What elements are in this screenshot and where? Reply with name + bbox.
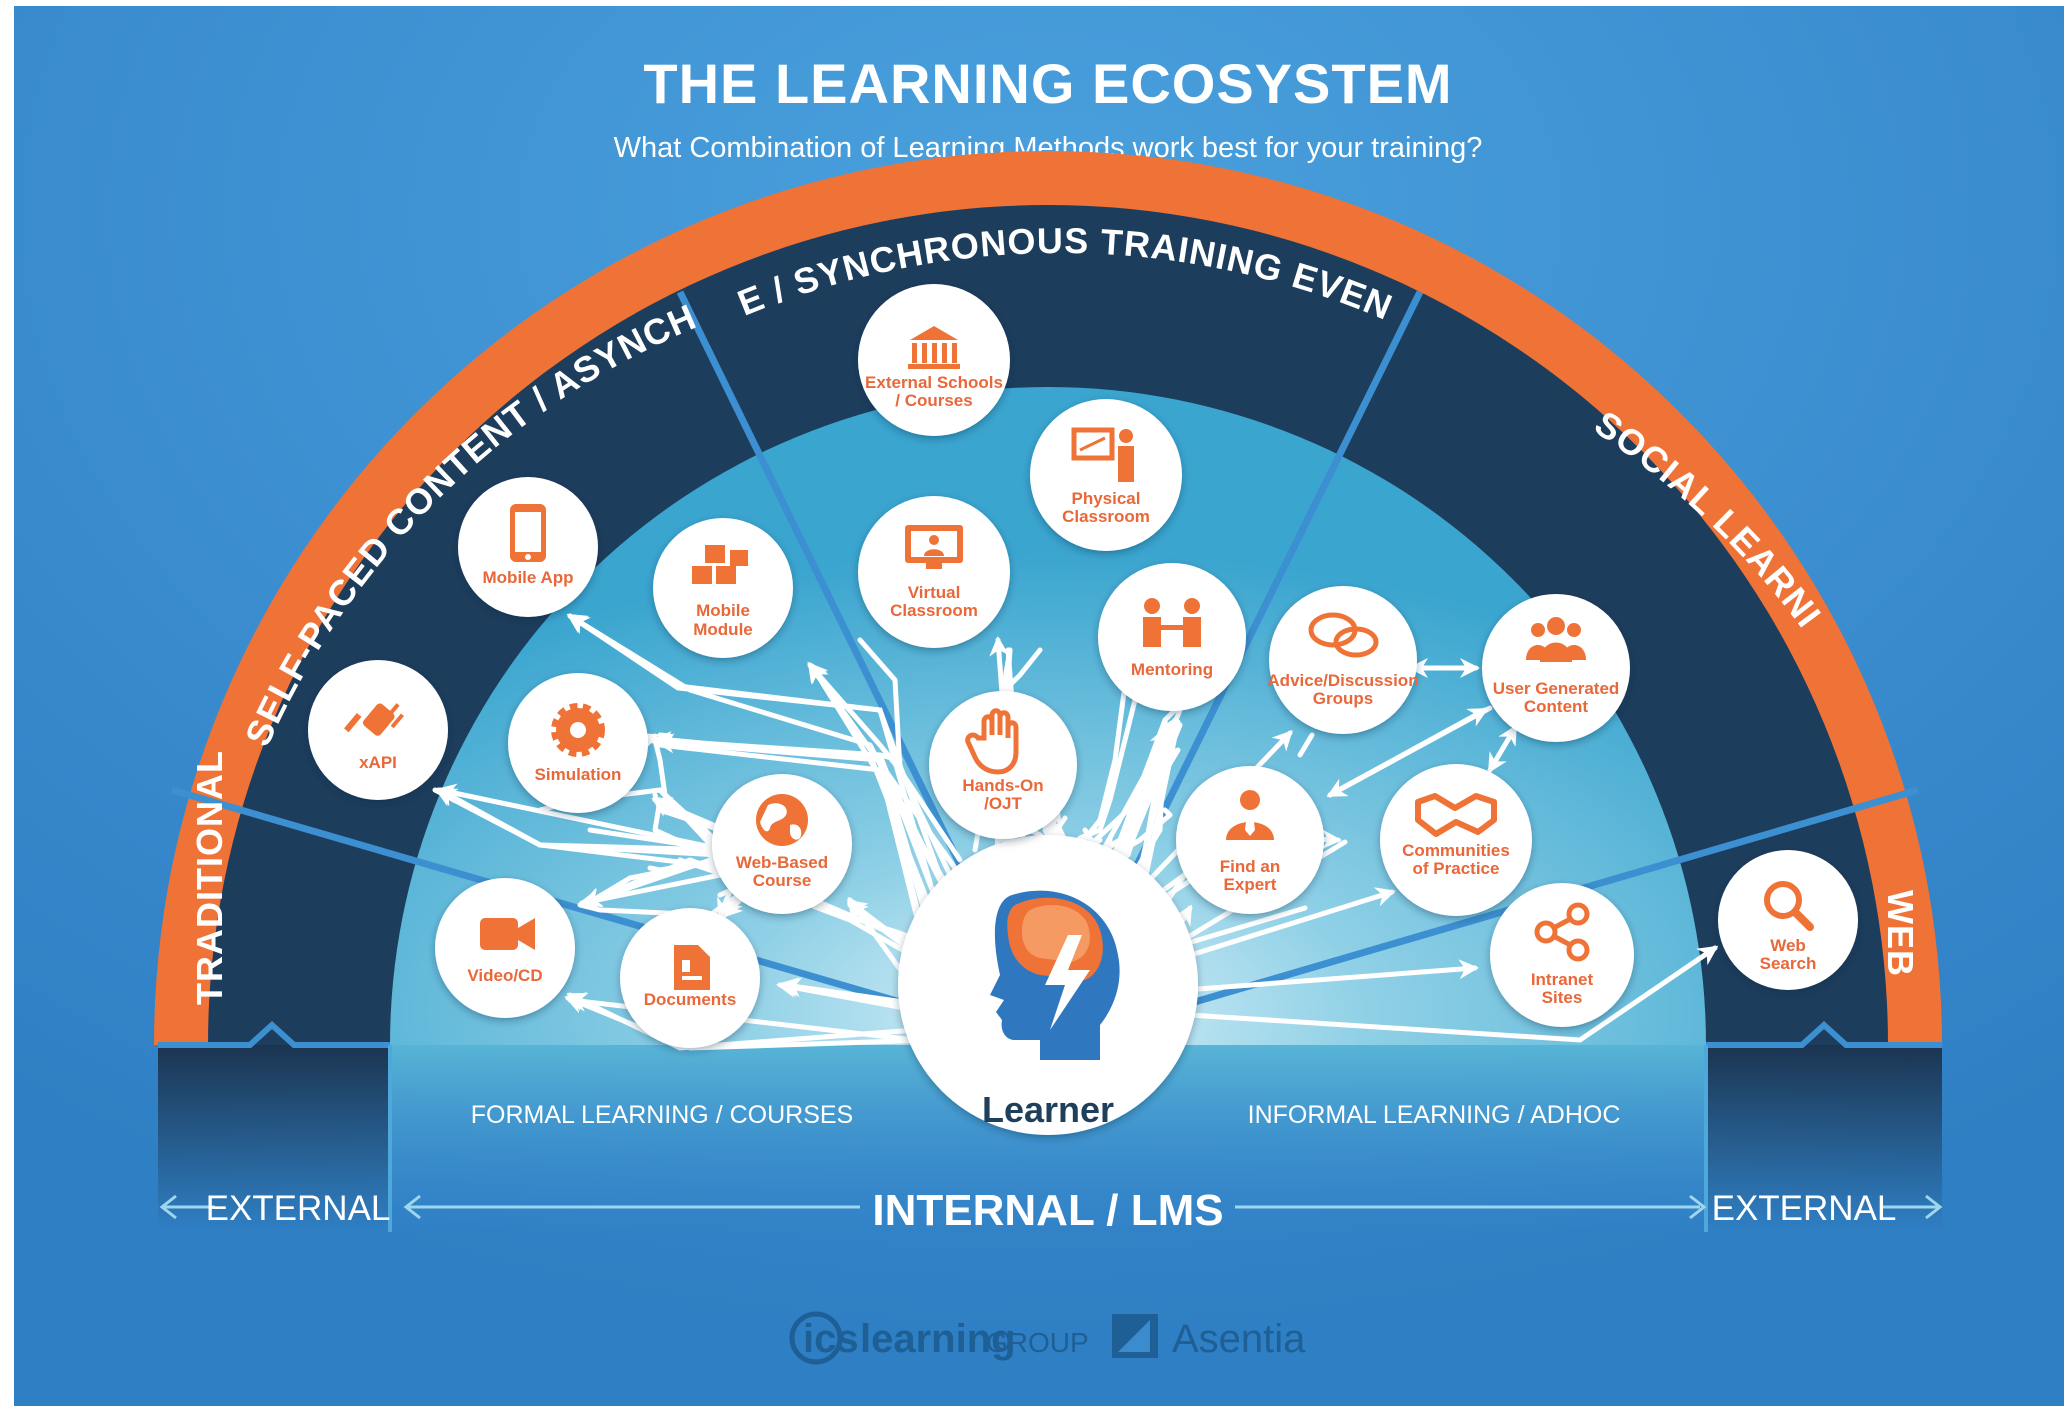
method-nodes: xAPI Mobile App Mobile Module bbox=[308, 284, 1858, 1048]
node-label: Intranet bbox=[1531, 970, 1594, 989]
teacher-board-icon bbox=[1071, 427, 1134, 482]
businessman-icon bbox=[1226, 790, 1274, 840]
two-people-icon bbox=[1143, 598, 1201, 647]
node-label: Video/CD bbox=[467, 966, 542, 985]
node-web-based-course[interactable]: Web-Based Course bbox=[712, 774, 852, 914]
node-label: of Practice bbox=[1413, 859, 1500, 878]
node-label: Mobile App bbox=[483, 568, 574, 587]
cubes-icon bbox=[692, 545, 748, 584]
bottom-right-panel bbox=[1706, 1045, 1942, 1230]
node-communities[interactable]: Communities of Practice bbox=[1380, 764, 1532, 916]
learner-label: Learner bbox=[982, 1089, 1114, 1130]
node-virtual-classroom[interactable]: Virtual Classroom bbox=[858, 496, 1010, 648]
chat-bubbles-icon bbox=[1308, 612, 1379, 658]
monitor-user-icon bbox=[905, 525, 963, 569]
ics-learning-group-logo: ics learning GROUP bbox=[789, 1311, 1089, 1365]
svg-text:GROUP: GROUP bbox=[986, 1327, 1089, 1358]
smartphone-icon bbox=[510, 504, 546, 562]
node-label: Module bbox=[693, 620, 753, 639]
node-mobile-module[interactable]: Mobile Module bbox=[653, 518, 793, 658]
node-external-schools[interactable]: External Schools / Courses bbox=[858, 284, 1010, 436]
informal-learning-label: INFORMAL LEARNING / ADHOC bbox=[1248, 1101, 1621, 1129]
node-label: Expert bbox=[1224, 875, 1277, 894]
node-label: Classroom bbox=[890, 601, 978, 620]
formal-learning-label: FORMAL LEARNING / COURSES bbox=[471, 1101, 853, 1129]
node-label: Advice/Discussion bbox=[1267, 671, 1418, 690]
node-video-cd[interactable]: Video/CD bbox=[435, 878, 575, 1018]
node-label: / Courses bbox=[895, 391, 972, 410]
node-hands-on[interactable]: Hands-On /OJT bbox=[929, 691, 1077, 839]
external-left-label: EXTERNAL bbox=[206, 1189, 391, 1228]
node-label: Course bbox=[753, 871, 812, 890]
magnifier-icon bbox=[1764, 881, 1814, 931]
group-icon bbox=[1526, 617, 1586, 662]
node-label: Sites bbox=[1542, 988, 1583, 1007]
svg-text:Asentia: Asentia bbox=[1172, 1317, 1306, 1361]
institution-icon bbox=[908, 326, 960, 369]
node-advice-groups[interactable]: Advice/Discussion Groups bbox=[1267, 586, 1419, 734]
node-intranet[interactable]: Intranet Sites bbox=[1490, 883, 1634, 1027]
globe-icon bbox=[756, 794, 808, 846]
head-brain-icon bbox=[990, 890, 1120, 1060]
internal-range-arrow bbox=[159, 1194, 1943, 1220]
node-label: /OJT bbox=[984, 794, 1022, 813]
node-label: Communities bbox=[1402, 841, 1510, 860]
node-simulation[interactable]: Simulation bbox=[508, 673, 648, 813]
asentia-logo: Asentia bbox=[1112, 1314, 1306, 1361]
svg-text:ics: ics bbox=[803, 1317, 859, 1361]
band-traditional: TRADITIONAL bbox=[189, 750, 230, 1005]
internal-lms-label: INTERNAL / LMS bbox=[872, 1186, 1223, 1235]
node-label: Find an bbox=[1220, 857, 1280, 876]
node-label: Search bbox=[1760, 954, 1817, 973]
node-label: Mentoring bbox=[1131, 660, 1213, 679]
node-label: Virtual bbox=[908, 583, 961, 602]
node-physical-classroom[interactable]: Physical Classroom bbox=[1030, 399, 1182, 551]
page-title: THE LEARNING ECOSYSTEM bbox=[643, 52, 1452, 115]
node-label: xAPI bbox=[359, 753, 397, 772]
share-icon bbox=[1534, 902, 1590, 962]
node-label: Web-Based bbox=[736, 853, 828, 872]
node-mentoring[interactable]: Mentoring bbox=[1098, 563, 1246, 711]
node-label: Mobile bbox=[696, 601, 750, 620]
node-label: Physical bbox=[1072, 489, 1141, 508]
node-web-search[interactable]: Web Search bbox=[1718, 850, 1858, 990]
node-user-generated[interactable]: User Generated Content bbox=[1482, 594, 1630, 742]
hand-icon bbox=[965, 708, 1019, 775]
node-xapi[interactable]: xAPI bbox=[308, 660, 448, 800]
handshake-icon bbox=[1415, 793, 1497, 837]
node-label: Simulation bbox=[535, 765, 622, 784]
node-label: Web bbox=[1770, 936, 1806, 955]
node-label: User Generated bbox=[1493, 679, 1620, 698]
bottom-left-panel bbox=[158, 1045, 390, 1230]
gear-icon bbox=[551, 703, 605, 757]
node-find-expert[interactable]: Find an Expert bbox=[1176, 766, 1324, 914]
external-right-label: EXTERNAL bbox=[1712, 1189, 1897, 1228]
node-label: Hands-On bbox=[962, 776, 1043, 795]
band-web: WEB bbox=[1880, 890, 1921, 977]
node-label: Classroom bbox=[1062, 507, 1150, 526]
node-label: Content bbox=[1524, 697, 1589, 716]
learner-node[interactable]: Learner bbox=[898, 835, 1198, 1135]
svg-text:learning: learning bbox=[860, 1317, 1016, 1361]
node-documents[interactable]: Documents bbox=[620, 908, 760, 1048]
node-label: External Schools bbox=[865, 373, 1003, 392]
node-mobile-app[interactable]: Mobile App bbox=[458, 477, 598, 617]
node-label: Documents bbox=[644, 990, 737, 1009]
plug-icon bbox=[344, 703, 405, 736]
document-icon bbox=[674, 945, 710, 990]
video-camera-icon bbox=[480, 918, 535, 950]
node-label: Groups bbox=[1313, 689, 1373, 708]
